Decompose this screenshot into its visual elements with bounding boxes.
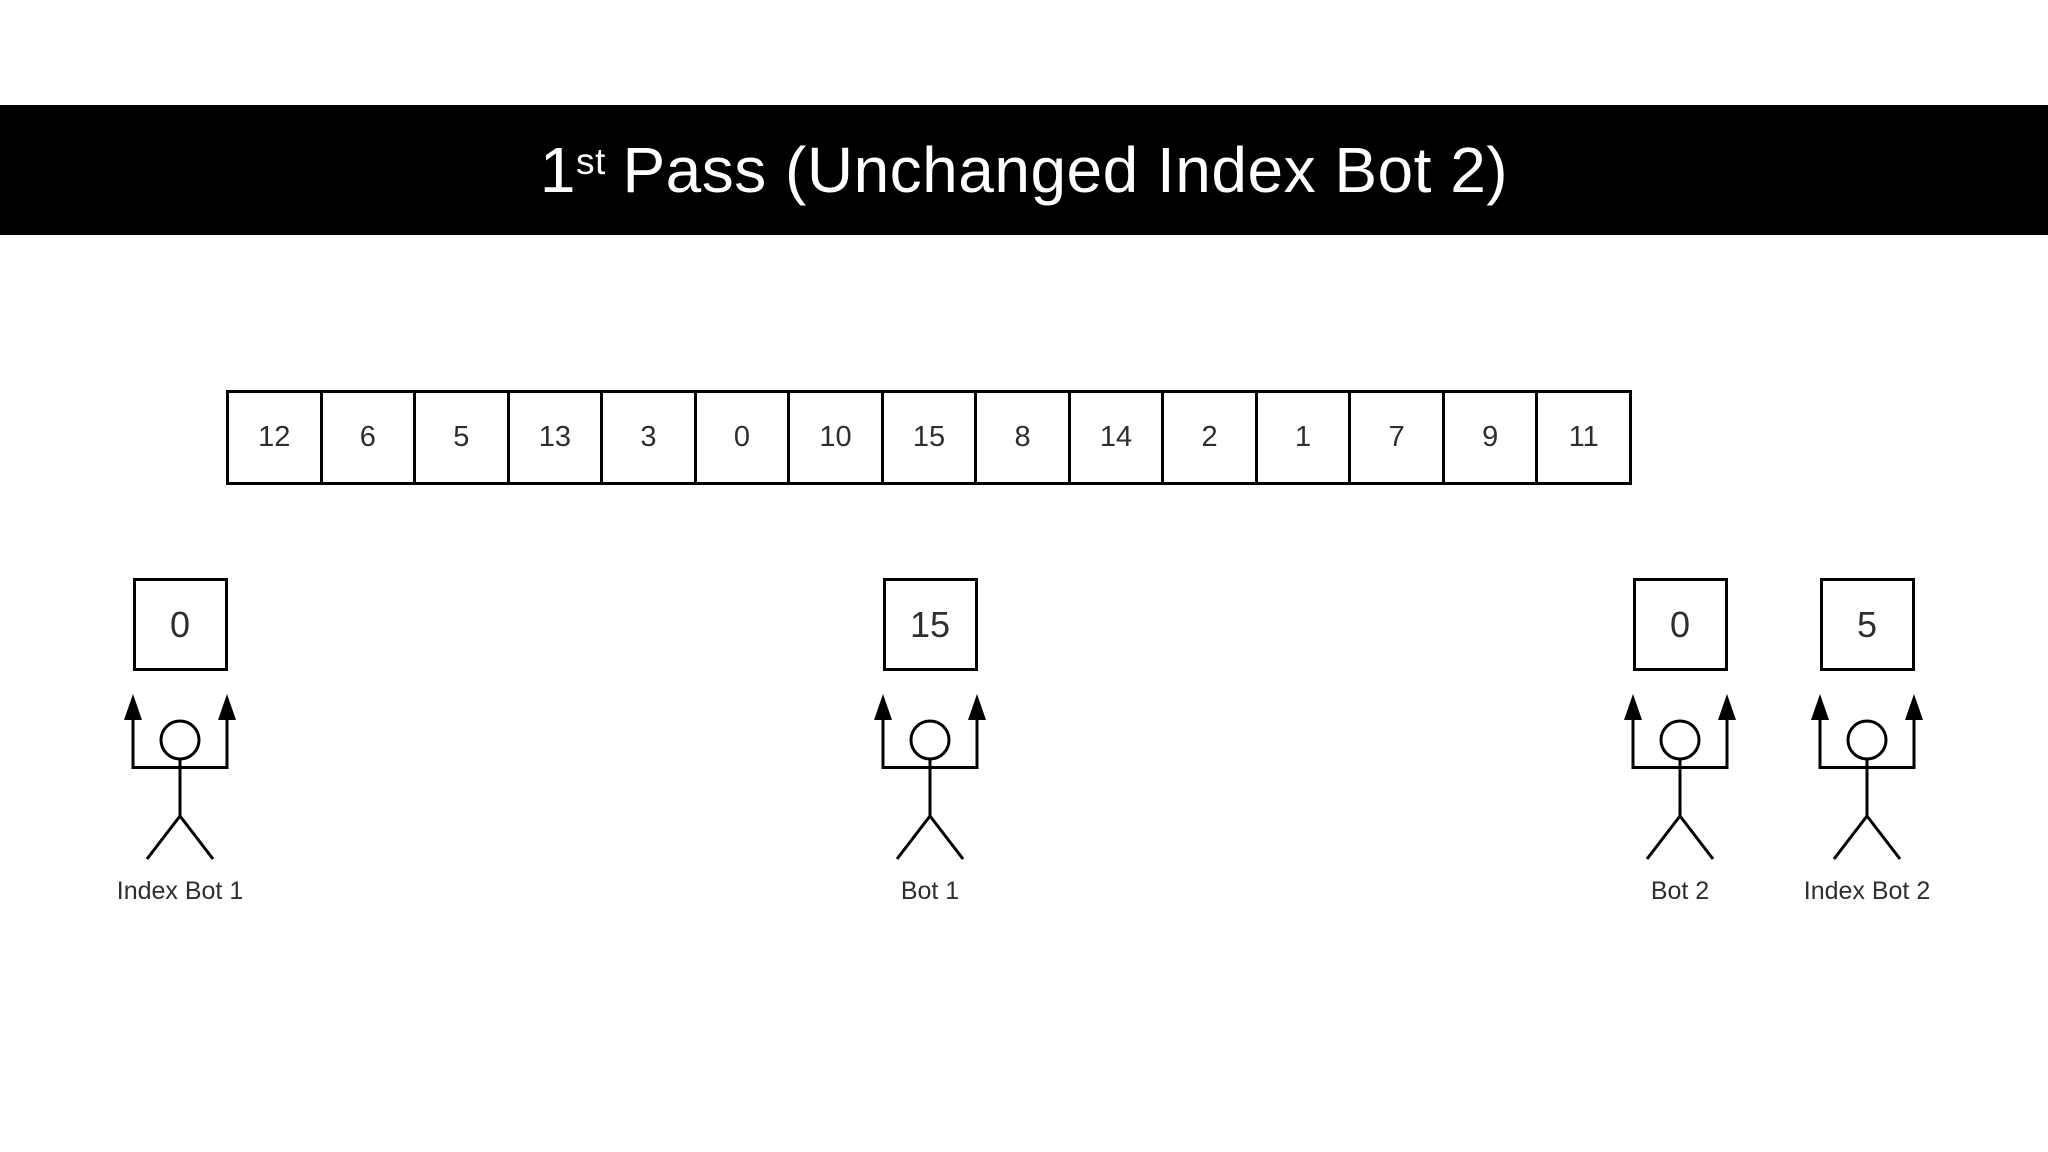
bot-label: Bot 1 (900, 877, 960, 905)
number-array: 12 6 5 13 3 0 10 15 8 14 2 1 7 9 11 (226, 390, 1632, 485)
left-arrow-head (124, 694, 142, 720)
array-cell: 8 (974, 393, 1068, 482)
right-arrow-head (1718, 694, 1736, 720)
bot-value-box: 5 (1819, 578, 1915, 671)
left-arrow-head (1811, 694, 1829, 720)
right-leg (1865, 815, 1902, 860)
left-leg (145, 815, 182, 860)
left-leg (1832, 815, 1869, 860)
bot-bot-2: 0 Bot 2 (1600, 578, 1760, 906)
array-cell: 10 (787, 393, 881, 482)
array-cell: 14 (1067, 393, 1162, 482)
stick-figure-icon (124, 694, 236, 860)
stick-figure-icon (1624, 694, 1736, 860)
right-leg (928, 815, 965, 860)
array-cell: 5 (413, 393, 507, 482)
stick-figure-icon (1811, 694, 1923, 860)
title-ordinal-suffix: st (575, 140, 606, 183)
bot-value-box: 0 (1632, 578, 1728, 671)
bot-bot-1: 15 Bot 1 (850, 578, 1010, 906)
array-cell: 15 (880, 393, 975, 482)
slide-title: 1st Pass (Unchanged Index Bot 2) (540, 133, 1508, 207)
array-cell: 13 (506, 393, 601, 482)
stick-figure-icon (874, 694, 986, 860)
head (1846, 719, 1888, 761)
bot-index-bot-2: 5 Index Bot 2 (1787, 578, 1947, 906)
array-cell: 9 (1441, 393, 1536, 482)
head (909, 719, 951, 761)
left-arrow-head (1624, 694, 1642, 720)
array-cell: 7 (1348, 393, 1442, 482)
title-text: Pass (Unchanged Index Bot 2) (622, 134, 1509, 206)
head (1659, 719, 1701, 761)
right-arrow-head (218, 694, 236, 720)
array-cell: 2 (1161, 393, 1255, 482)
bot-label: Bot 2 (1650, 877, 1710, 905)
left-leg (1645, 815, 1682, 860)
left-arrow-head (874, 694, 892, 720)
left-leg (895, 815, 932, 860)
array-cell: 11 (1535, 393, 1629, 482)
right-arrow-head (968, 694, 986, 720)
array-cell: 3 (600, 393, 694, 482)
bot-value-box: 15 (882, 578, 978, 671)
head (159, 719, 201, 761)
title-banner: 1st Pass (Unchanged Index Bot 2) (0, 105, 2048, 235)
bot-label: Index Bot 2 (1803, 877, 1931, 905)
array-cell: 1 (1254, 393, 1349, 482)
right-leg (1678, 815, 1715, 860)
title-number: 1 (539, 134, 576, 206)
bot-value-box: 0 (132, 578, 228, 671)
array-cell: 12 (258, 421, 291, 453)
right-leg (178, 815, 215, 860)
bot-label: Index Bot 1 (116, 877, 244, 905)
bot-index-bot-1: 0 Index Bot 1 (100, 578, 260, 906)
array-cell: 6 (319, 393, 414, 482)
array-cell: 0 (693, 393, 788, 482)
right-arrow-head (1905, 694, 1923, 720)
